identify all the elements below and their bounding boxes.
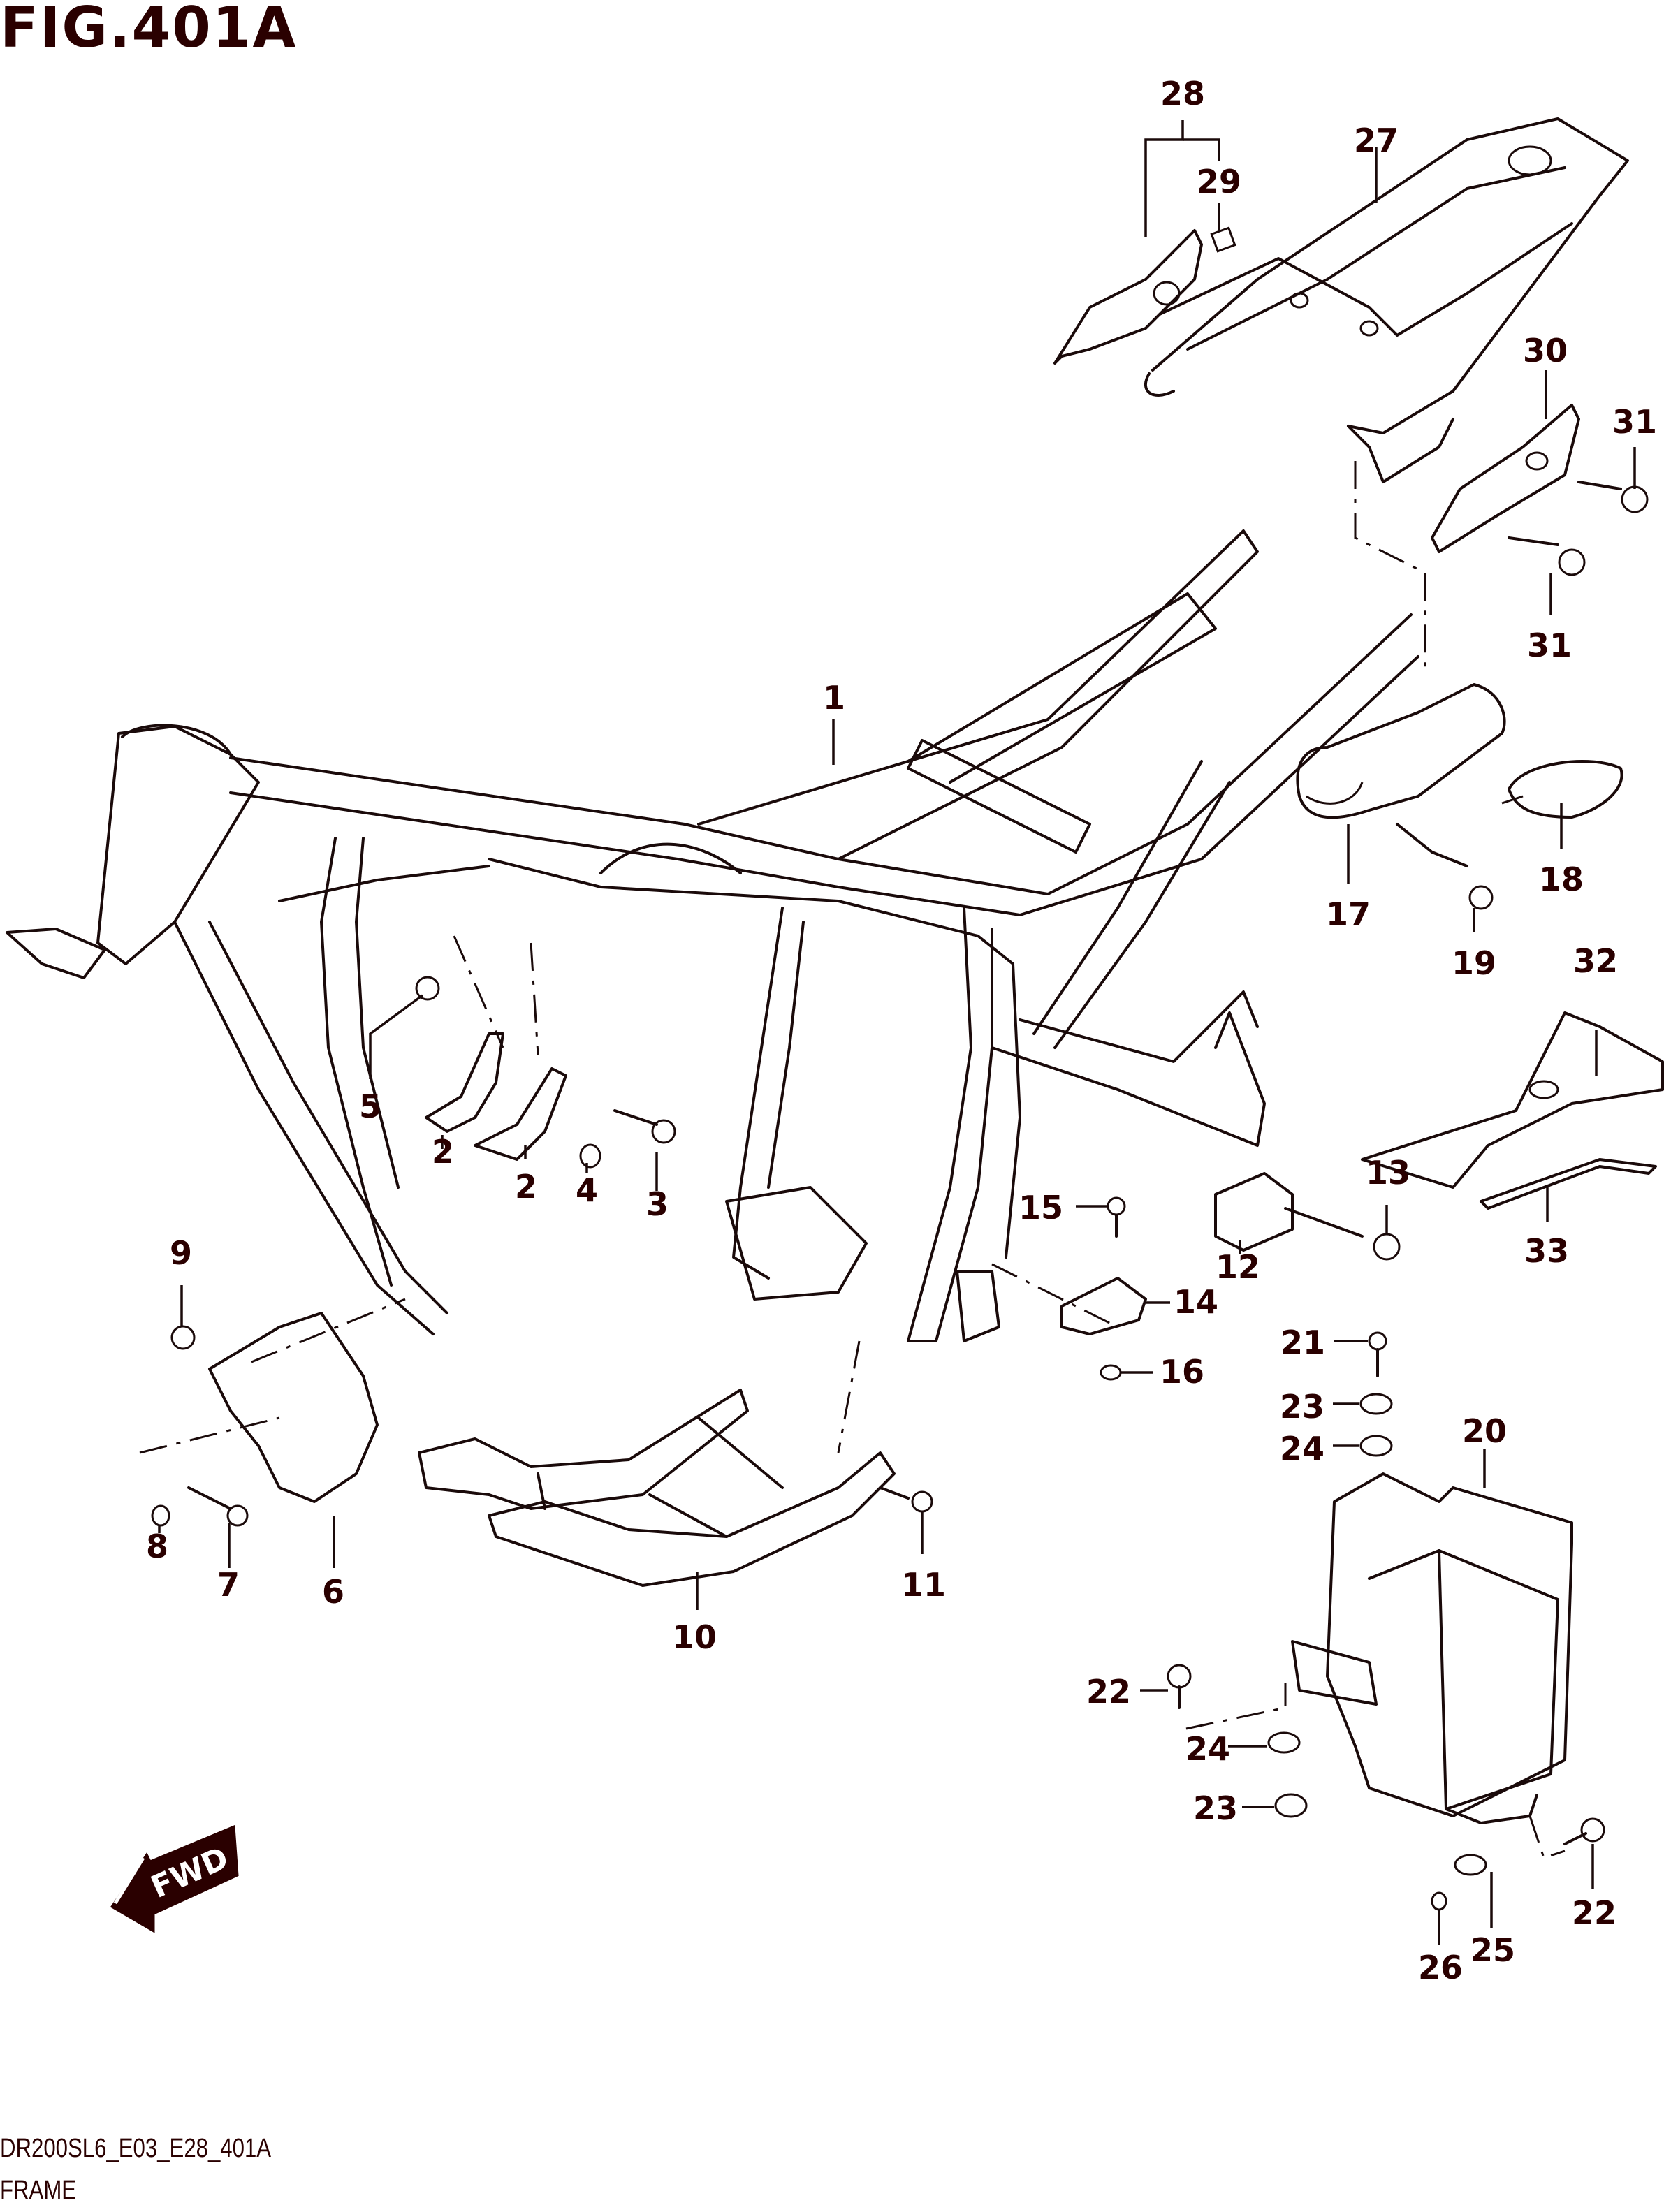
lower-frame-10-part: [418, 1340, 933, 1587]
callout-9: 9: [170, 1234, 192, 1272]
callout-2: 2: [432, 1133, 454, 1171]
callout-26: 26: [1418, 1949, 1463, 1986]
bracket-2-part: [415, 935, 676, 1169]
callout-7: 7: [217, 1566, 240, 1604]
callout-28: 28: [1160, 75, 1205, 112]
callout-31: 31: [1612, 403, 1657, 441]
plate-30-part: [1354, 404, 1649, 671]
callout-25: 25: [1470, 1931, 1515, 1969]
callout-11: 11: [901, 1566, 946, 1604]
cover-17-part: [1296, 683, 1623, 910]
callout-31: 31: [1527, 627, 1572, 664]
callout-27: 27: [1354, 122, 1399, 159]
callout-33: 33: [1524, 1232, 1569, 1270]
battery-holder-20-part: [1167, 1331, 1605, 1911]
callout-4: 4: [576, 1171, 598, 1209]
callout-32: 32: [1573, 942, 1618, 980]
plate-28-part: [1053, 226, 1236, 365]
callout-23: 23: [1280, 1388, 1324, 1426]
callout-16: 16: [1160, 1353, 1204, 1391]
callout-8: 8: [146, 1528, 168, 1565]
figure-name: FRAME: [0, 2176, 77, 2205]
main-frame-part: [6, 529, 1419, 1342]
callout-20: 20: [1462, 1412, 1507, 1450]
callout-labels: 1 2 2 3 4 5 6 7 8 9 10 11 12 13 14 15 16…: [146, 75, 1657, 1986]
figure-code: DR200SL6_E03_E28_401A: [0, 2134, 272, 2163]
callout-21: 21: [1280, 1324, 1325, 1361]
callout-17: 17: [1326, 895, 1371, 933]
callout-18: 18: [1539, 860, 1584, 898]
tool-bag-32-part: [1361, 1011, 1664, 1210]
figure-title: FIG.401A: [0, 0, 298, 60]
callout-15: 15: [1019, 1189, 1063, 1226]
callout-30: 30: [1523, 332, 1568, 369]
callout-24: 24: [1280, 1430, 1324, 1467]
callout-13: 13: [1366, 1154, 1410, 1192]
callout-24: 24: [1185, 1730, 1230, 1768]
callout-22: 22: [1572, 1894, 1616, 1932]
fwd-arrow-icon: FWD: [110, 1824, 239, 1933]
callout-12: 12: [1216, 1248, 1260, 1286]
leader-lines: [158, 120, 1636, 1945]
cushion-parts: [991, 1172, 1401, 1381]
callout-5: 5: [359, 1087, 381, 1125]
callout-23: 23: [1193, 1789, 1238, 1827]
callout-22: 22: [1086, 1673, 1131, 1711]
callout-6: 6: [322, 1573, 344, 1611]
callout-14: 14: [1174, 1283, 1218, 1321]
callout-29: 29: [1197, 163, 1241, 200]
callout-19: 19: [1452, 944, 1496, 982]
seat-rail-part: [1144, 117, 1629, 483]
callout-3: 3: [646, 1185, 669, 1223]
callout-10: 10: [672, 1618, 717, 1656]
callout-1: 1: [823, 679, 845, 717]
callout-2: 2: [515, 1168, 537, 1206]
bracket-6-part: [139, 1298, 406, 1527]
